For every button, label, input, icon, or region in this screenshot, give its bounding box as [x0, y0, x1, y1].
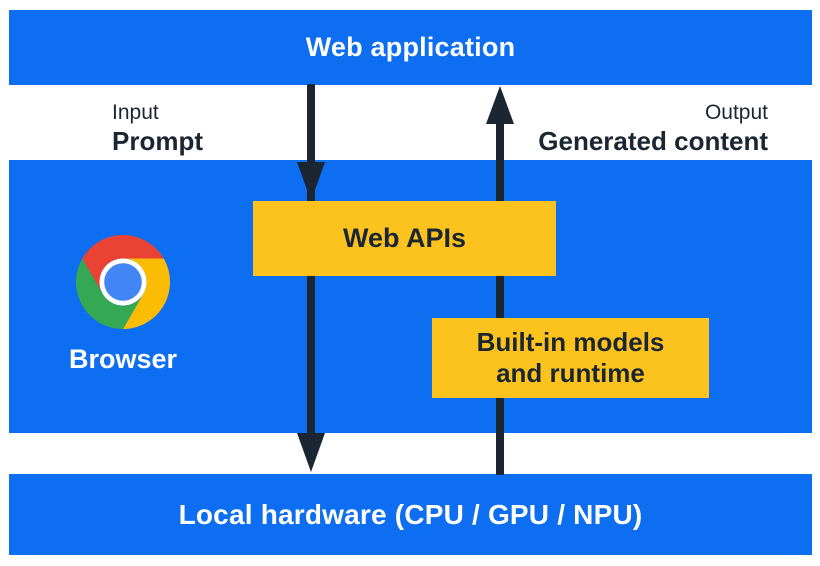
up-arrow-head-icon	[486, 86, 514, 124]
web-apis-box: Web APIs	[253, 201, 556, 276]
builtin-models-label-line1: Built-in models	[476, 327, 665, 357]
input-caption: Input	[112, 101, 159, 124]
output-value: Generated content	[538, 126, 768, 156]
input-value: Prompt	[112, 126, 203, 156]
chrome-browser-icon	[76, 235, 170, 329]
output-caption: Output	[704, 101, 768, 124]
builtin-models-box: Built-in models and runtime	[432, 318, 709, 398]
web-application-layer: Web application	[9, 10, 812, 85]
local-hardware-label: Local hardware (CPU / GPU / NPU)	[178, 498, 643, 530]
output-annotation: Output Generated content	[538, 100, 768, 156]
up-arrow-line	[496, 122, 504, 475]
down-arrow-head-icon	[297, 162, 325, 201]
web-apis-label: Web APIs	[342, 223, 467, 253]
down-arrow-head-icon	[297, 433, 325, 472]
web-application-label: Web application	[305, 32, 516, 62]
builtin-models-label-line2: and runtime	[496, 358, 645, 388]
local-hardware-layer: Local hardware (CPU / GPU / NPU)	[9, 474, 812, 555]
input-annotation: Input Prompt	[112, 100, 203, 156]
browser-label: Browser	[68, 344, 178, 374]
